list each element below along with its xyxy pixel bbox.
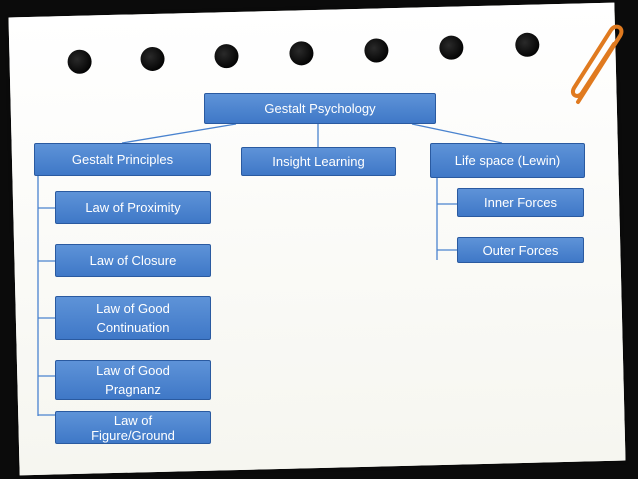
- node-life-space: Life space (Lewin): [430, 143, 585, 178]
- node-law-of-proximity: Law of Proximity: [55, 191, 211, 224]
- connector-root-principles: [121, 123, 237, 144]
- node-law-of-closure: Law of Closure: [55, 244, 211, 277]
- node-insight-learning: Insight Learning: [241, 147, 396, 176]
- connector-root-lifespace: [411, 123, 503, 144]
- node-inner-forces: Inner Forces: [457, 188, 584, 217]
- node-law-of-good-continuation: Law of Good Continuation: [55, 296, 211, 340]
- node-gestalt-psychology: Gestalt Psychology: [204, 93, 436, 124]
- node-outer-forces: Outer Forces: [457, 237, 584, 263]
- node-law-of-figure-ground: Law of Figure/Ground: [55, 411, 211, 444]
- node-gestalt-principles: Gestalt Principles: [34, 143, 211, 176]
- paperclip-icon: [571, 24, 624, 104]
- node-law-of-good-pragnanz: Law of Good Pragnanz: [55, 360, 211, 400]
